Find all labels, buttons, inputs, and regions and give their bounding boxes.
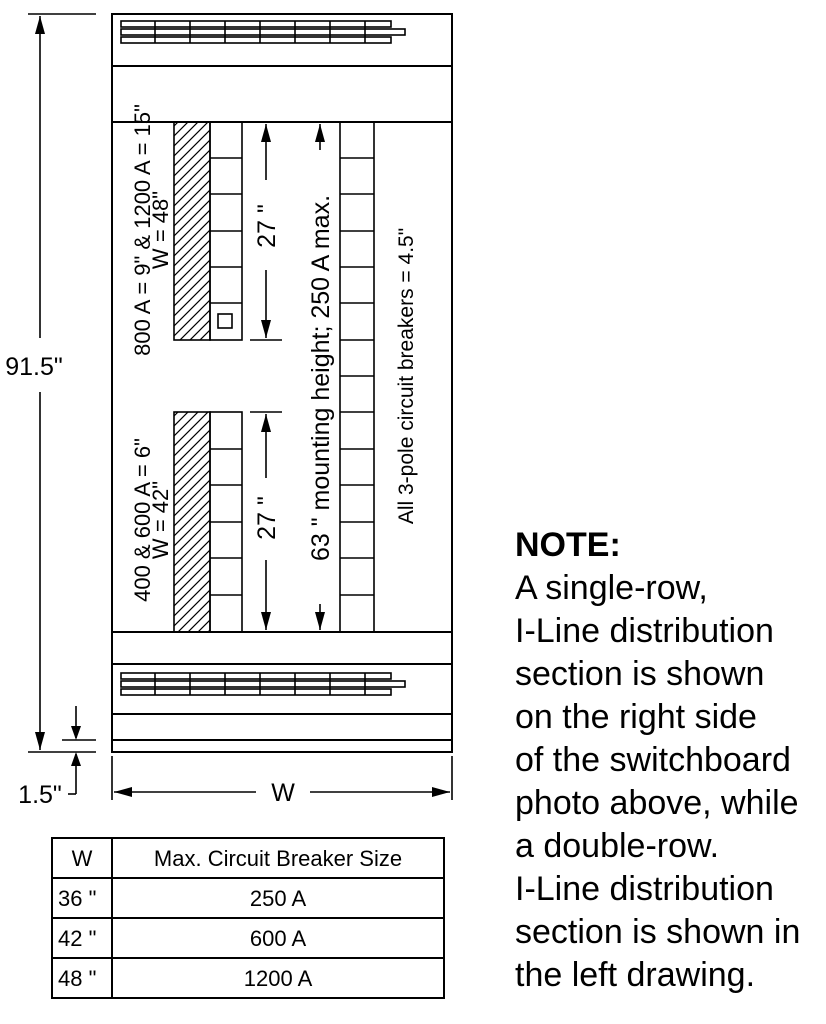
dim-27-lower [250,411,282,633]
table-cell-size: 1200 A [244,966,313,991]
note-line: section is shown in [515,913,801,951]
three-pole-label: All 3-pole circuit breakers = 4.5" [395,228,418,524]
dim-width [111,756,453,800]
right-breaker-column [339,121,375,633]
top-vent [120,20,406,44]
dim-total-height [28,13,96,753]
lower-breaker-group [173,411,243,633]
table-cell-w: 36 " [58,886,96,911]
upper-breaker-group [173,121,243,341]
note-line: photo above, while [515,784,799,822]
total-height-label: 91.5" [5,353,63,381]
upper-breaker-label-a: 800 A = 9" & 1200 A = 15" [130,104,155,356]
base-height-label: 1.5" [18,781,62,809]
lower-breaker-label-b: W = 42" [148,481,173,559]
note-title: NOTE: [515,526,621,564]
note-line: section is shown [515,655,765,693]
table-cell-size: 250 A [250,886,307,911]
dim-mounting-height [315,124,325,630]
table-header-w: W [72,846,93,871]
dim-base-height [62,706,96,795]
upper-breaker-label-b: W = 48" [148,191,173,269]
table-cell-w: 42 " [58,926,96,951]
note-line: the left drawing. [515,956,756,994]
note-line: I-Line distribution [515,612,774,650]
table-cell-w: 48 " [58,966,96,991]
width-label: W [271,779,295,807]
note-line: on the right side [515,698,757,736]
dim-27-upper [250,121,282,341]
bottom-vent [120,672,406,696]
table-header-size: Max. Circuit Breaker Size [154,846,402,871]
note-line: A single-row, [515,569,708,607]
dim-27-upper-label: 27 " [253,204,281,248]
note-block: NOTE: A single-row, I-Line distribution … [515,524,815,997]
dim-27-lower-label: 27 " [253,496,281,540]
table-cell-size: 600 A [250,926,307,951]
note-line: I-Line distribution [515,870,774,908]
enclosure [111,13,453,753]
lower-breaker-label-a: 400 & 600 A = 6" [130,438,155,602]
note-line: a double-row. [515,827,720,865]
mounting-height-label: 63 " mounting height; 250 A max. [307,195,335,561]
note-line: of the switchboard [515,741,791,779]
breaker-size-table: W Max. Circuit Breaker Size 36 " 250 A 4… [51,837,445,999]
